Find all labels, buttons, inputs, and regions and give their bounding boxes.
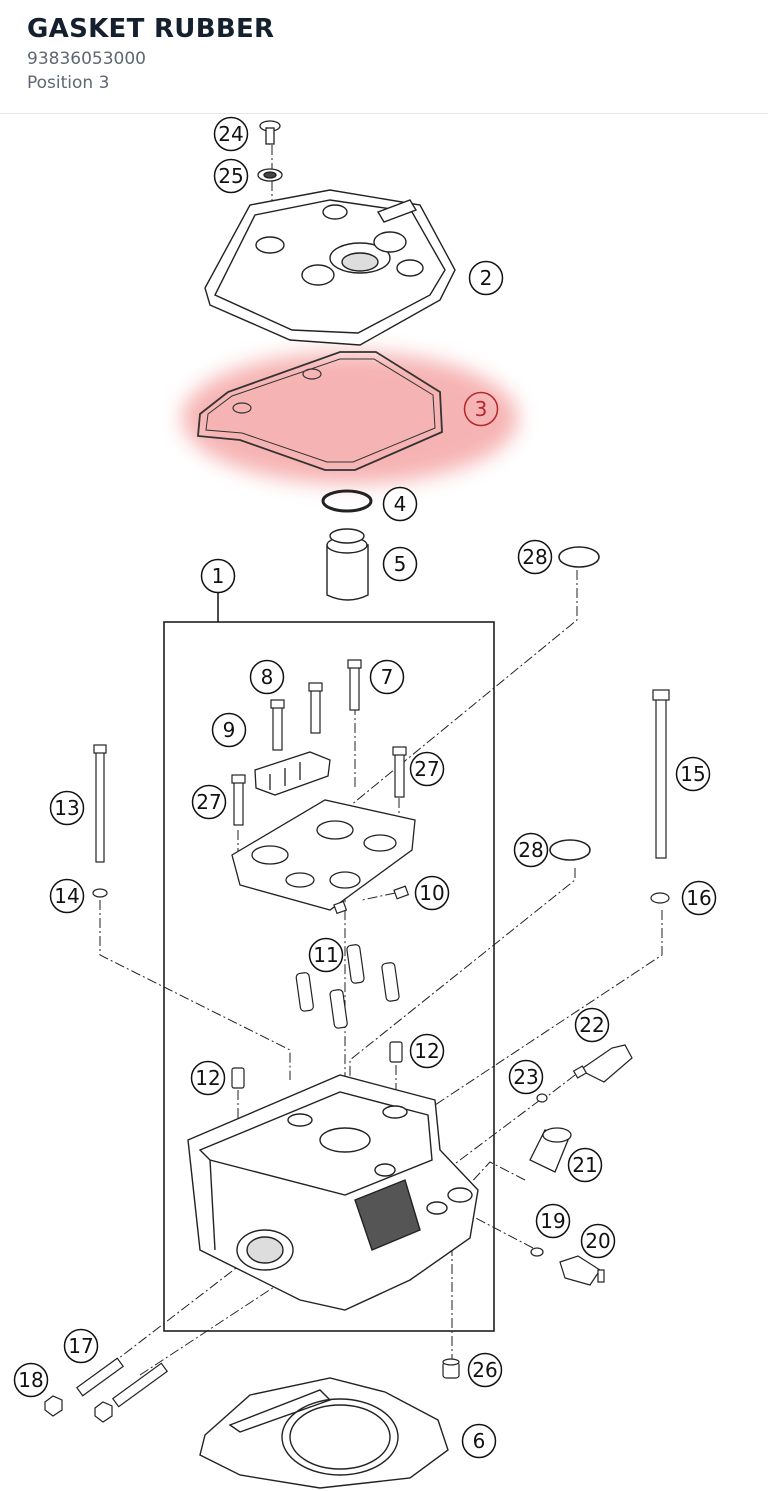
- svg-text:13: 13: [54, 796, 79, 820]
- valve-cover: [204, 189, 456, 346]
- svg-text:12: 12: [195, 1066, 220, 1090]
- svg-text:6: 6: [473, 1429, 486, 1453]
- svg-text:16: 16: [686, 886, 711, 910]
- callout-5[interactable]: 5: [382, 546, 418, 582]
- valve-guides: [295, 944, 400, 1029]
- svg-text:14: 14: [54, 884, 79, 908]
- svg-text:28: 28: [518, 838, 543, 862]
- svg-text:27: 27: [414, 757, 439, 781]
- exploded-parts-diagram: 1 2 3 4 5 6 7 8 9 10 11 12 12 13 14 15 1…: [13, 116, 717, 1489]
- callout-11[interactable]: 11: [308, 937, 344, 973]
- part-header: GASKET RUBBER 93836053000 Position 3: [0, 0, 768, 114]
- position-label: Position 3: [27, 73, 110, 93]
- dowel-pins: [231, 1041, 403, 1089]
- callout-16[interactable]: 16: [681, 880, 717, 916]
- pressure-sensor: [536, 1044, 633, 1103]
- callout-22[interactable]: 22: [574, 1007, 610, 1043]
- callout-8[interactable]: 8: [249, 659, 285, 695]
- svg-text:25: 25: [218, 164, 243, 188]
- callout-9[interactable]: 9: [211, 712, 247, 748]
- svg-text:2: 2: [480, 266, 493, 290]
- gasket-rubber: [197, 351, 443, 471]
- cylinder-head: [187, 1074, 479, 1311]
- svg-text:17: 17: [68, 1334, 93, 1358]
- callout-19[interactable]: 19: [535, 1203, 571, 1239]
- sensor-sleeve: [529, 1127, 572, 1173]
- o-ring-upper: [558, 546, 600, 568]
- valve-cover-screw: [259, 120, 281, 145]
- callout-20[interactable]: 20: [580, 1223, 616, 1259]
- screw-seal-washer: [257, 168, 283, 182]
- cylinder-stud-left: [92, 744, 108, 898]
- callout-24[interactable]: 24: [213, 116, 249, 152]
- callout-1[interactable]: 1: [200, 558, 236, 594]
- callout-7[interactable]: 7: [369, 659, 405, 695]
- assembly-box: [163, 621, 495, 1332]
- cylinder-bolt-right: [650, 689, 670, 904]
- svg-text:18: 18: [18, 1368, 43, 1392]
- callout-15[interactable]: 15: [675, 756, 711, 792]
- svg-text:9: 9: [223, 718, 236, 742]
- svg-text:26: 26: [472, 1358, 497, 1382]
- selected-part-highlight: [182, 352, 518, 484]
- svg-text:27: 27: [196, 790, 221, 814]
- callout-21[interactable]: 21: [567, 1147, 603, 1183]
- cylinder-head-bolts-lower: [44, 1357, 169, 1423]
- svg-text:4: 4: [394, 492, 407, 516]
- bearing-bolts: [231, 659, 407, 826]
- callout-12-right[interactable]: 12: [409, 1033, 445, 1069]
- callout-6[interactable]: 6: [461, 1423, 497, 1459]
- callout-26[interactable]: 26: [467, 1352, 503, 1388]
- part-number: 93836053000: [27, 49, 146, 69]
- callout-12-left[interactable]: 12: [190, 1060, 226, 1096]
- spark-plug-shaft: [326, 528, 369, 601]
- temperature-sensor: [530, 1247, 605, 1286]
- svg-text:22: 22: [579, 1013, 604, 1037]
- svg-text:3: 3: [475, 397, 488, 421]
- camshaft-bearing-frame: [231, 799, 416, 911]
- svg-text:7: 7: [381, 665, 394, 689]
- o-ring: [321, 489, 373, 513]
- callout-27-left[interactable]: 27: [191, 784, 227, 820]
- callout-2[interactable]: 2: [468, 260, 504, 296]
- svg-text:20: 20: [585, 1229, 610, 1253]
- callout-18[interactable]: 18: [13, 1362, 49, 1398]
- callout-3-selected[interactable]: 3: [463, 391, 499, 427]
- callout-23[interactable]: 23: [508, 1059, 544, 1095]
- o-ring-lower: [549, 839, 591, 861]
- callout-17[interactable]: 17: [63, 1328, 99, 1364]
- callout-28-upper[interactable]: 28: [517, 539, 553, 575]
- locking-screw: [333, 885, 410, 915]
- svg-text:28: 28: [522, 545, 547, 569]
- svg-text:1: 1: [212, 564, 225, 588]
- svg-text:12: 12: [414, 1039, 439, 1063]
- svg-text:15: 15: [680, 762, 705, 786]
- callout-13[interactable]: 13: [49, 790, 85, 826]
- callout-27-right[interactable]: 27: [409, 751, 445, 787]
- svg-text:8: 8: [261, 665, 274, 689]
- callout-4[interactable]: 4: [382, 486, 418, 522]
- callout-28-lower[interactable]: 28: [513, 832, 549, 868]
- callout-25[interactable]: 25: [213, 158, 249, 194]
- callout-14[interactable]: 14: [49, 878, 85, 914]
- callout-10[interactable]: 10: [414, 875, 450, 911]
- cylinder-head-gasket: [199, 1377, 449, 1489]
- svg-text:5: 5: [394, 552, 407, 576]
- svg-text:21: 21: [572, 1153, 597, 1177]
- closing-plug: [442, 1358, 460, 1379]
- svg-text:19: 19: [540, 1209, 565, 1233]
- svg-text:23: 23: [513, 1065, 538, 1089]
- svg-text:11: 11: [313, 943, 338, 967]
- part-title: GASKET RUBBER: [27, 14, 275, 44]
- svg-text:10: 10: [419, 881, 444, 905]
- bearing-bracket: [254, 751, 331, 796]
- svg-text:24: 24: [218, 122, 243, 146]
